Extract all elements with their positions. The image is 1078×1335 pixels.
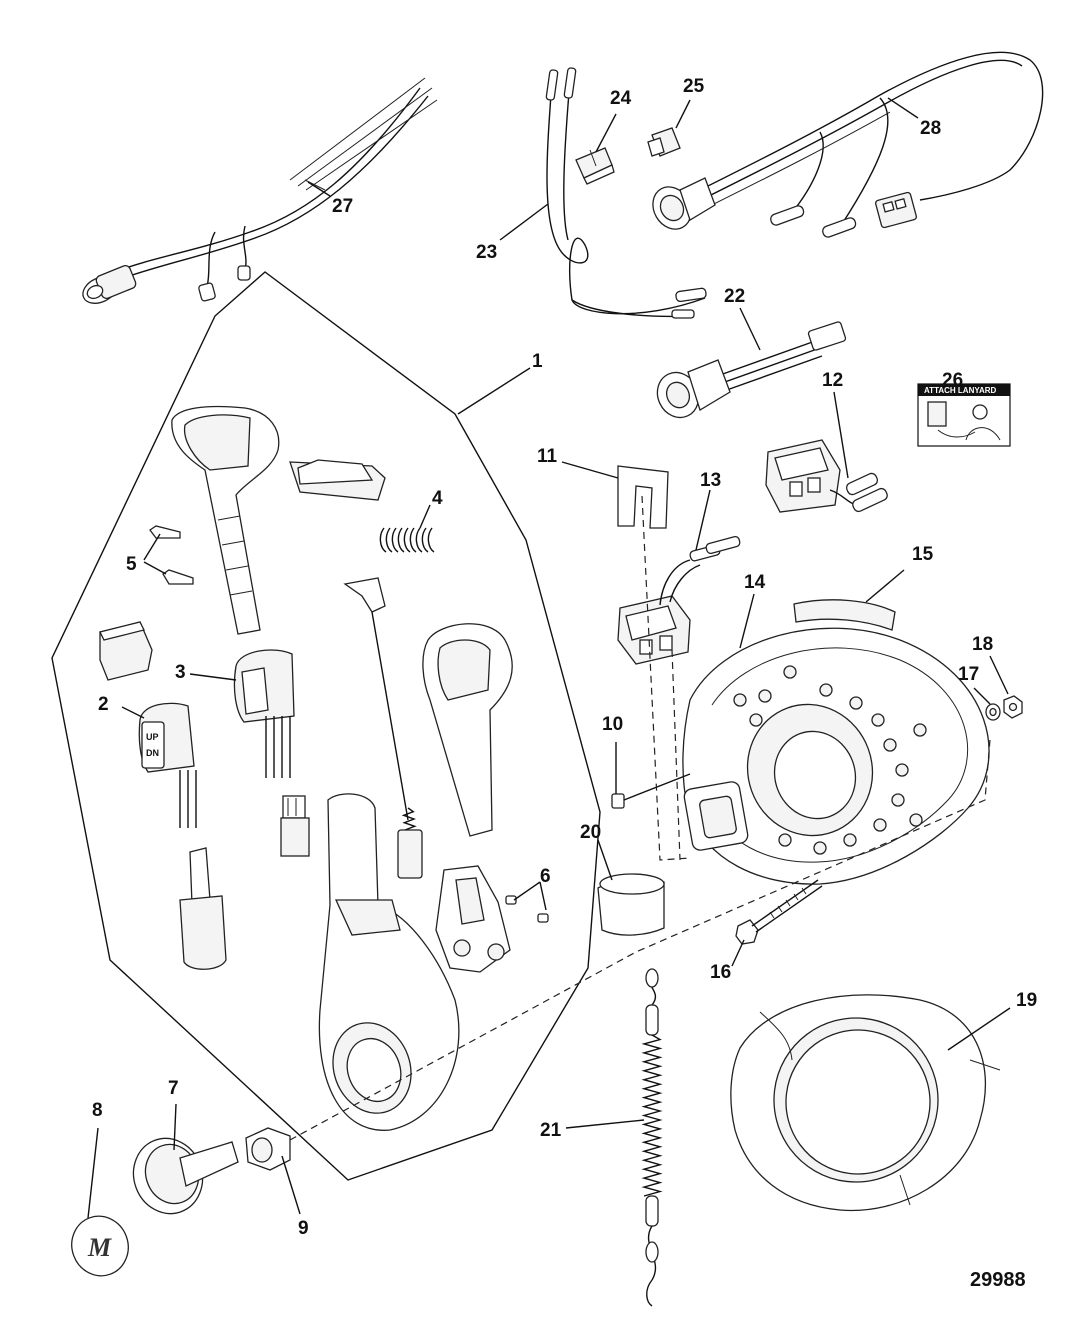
part-18-nut: [1003, 695, 1023, 719]
handle-assembly-outline: [51, 271, 601, 1181]
callout-14: 14: [744, 572, 766, 593]
callout-labels: 1 2 3 4 5 6 7 8 9 10 11 12 13 14 15 16 1…: [92, 76, 1037, 1239]
callout-8: 8: [92, 1100, 103, 1121]
callout-20: 20: [580, 822, 601, 843]
callout-4: 4: [432, 488, 443, 509]
part-26-lanyard-decal: ATTACH LANYARD: [917, 383, 1011, 447]
trim-rod: [343, 577, 423, 879]
callout-5: 5: [126, 554, 137, 575]
handle-grip-insert: [289, 459, 386, 501]
part-5-screws: [149, 525, 194, 585]
part-6-bracket: [435, 865, 549, 973]
part-10-screw: [611, 773, 691, 809]
leader-lines: [87, 97, 1011, 1219]
part-17-washer: [985, 703, 1001, 721]
part-20-sleeve: [597, 873, 665, 936]
part-23-lead-harness: [545, 67, 707, 319]
callout-7: 7: [168, 1078, 179, 1099]
part-12-switch: [765, 439, 888, 513]
callout-6: 6: [540, 866, 551, 887]
part-14-base-housing: [682, 627, 990, 885]
callout-1: 1: [532, 351, 543, 372]
callout-11: 11: [537, 446, 558, 467]
switch-label-up: UP: [146, 732, 159, 742]
part-9-nut: [245, 1127, 291, 1171]
trim-button-cap: [99, 621, 153, 681]
callout-24: 24: [610, 88, 632, 109]
callout-13: 13: [700, 470, 721, 491]
part-8-logo-cap: M: [71, 1215, 129, 1277]
callout-16: 16: [710, 962, 731, 983]
callout-9: 9: [298, 1218, 309, 1239]
part-27-harness: [82, 77, 438, 304]
callout-25: 25: [683, 76, 705, 97]
callout-18: 18: [972, 634, 993, 655]
callout-15: 15: [912, 544, 934, 565]
part-16-bolt: [735, 879, 823, 945]
part-11-clip: [617, 465, 669, 529]
part-2-trim-switch: UP DN: [138, 702, 227, 970]
part-24-connector: [575, 147, 615, 185]
callout-22: 22: [724, 286, 745, 307]
part-4-spring: [379, 527, 435, 553]
assembly-axis-lines: [289, 495, 991, 1141]
part-22-harness-plug: [656, 321, 847, 419]
handle-housing-upper: [171, 405, 280, 635]
part-21-lanyard: [641, 968, 663, 1307]
decal-title: ATTACH LANYARD: [924, 386, 997, 395]
callout-21: 21: [540, 1120, 562, 1141]
callout-27: 27: [332, 196, 353, 217]
part-19-cover: [730, 994, 1001, 1212]
callout-2: 2: [98, 694, 109, 715]
callout-10: 10: [602, 714, 623, 735]
part-3-trim-switch: [233, 649, 310, 857]
callout-19: 19: [1016, 990, 1037, 1011]
handle-arm: [318, 793, 460, 1131]
part-7-knob: [132, 1137, 239, 1215]
callout-23: 23: [476, 242, 497, 263]
handle-housing-lower: [422, 623, 513, 837]
switch-label-down: DN: [146, 748, 159, 758]
callout-28: 28: [920, 118, 941, 139]
logo-letter: M: [87, 1233, 112, 1262]
callout-26: 26: [942, 370, 963, 391]
part-25-connector: [647, 127, 681, 157]
callout-17: 17: [958, 664, 979, 685]
callout-12: 12: [822, 370, 843, 391]
callout-3: 3: [175, 662, 186, 683]
part-28-main-harness: [652, 51, 1044, 238]
drawing-number: 29988: [970, 1269, 1026, 1291]
part-15-trim-strip: [793, 599, 896, 631]
part-13-switch: [617, 536, 741, 665]
